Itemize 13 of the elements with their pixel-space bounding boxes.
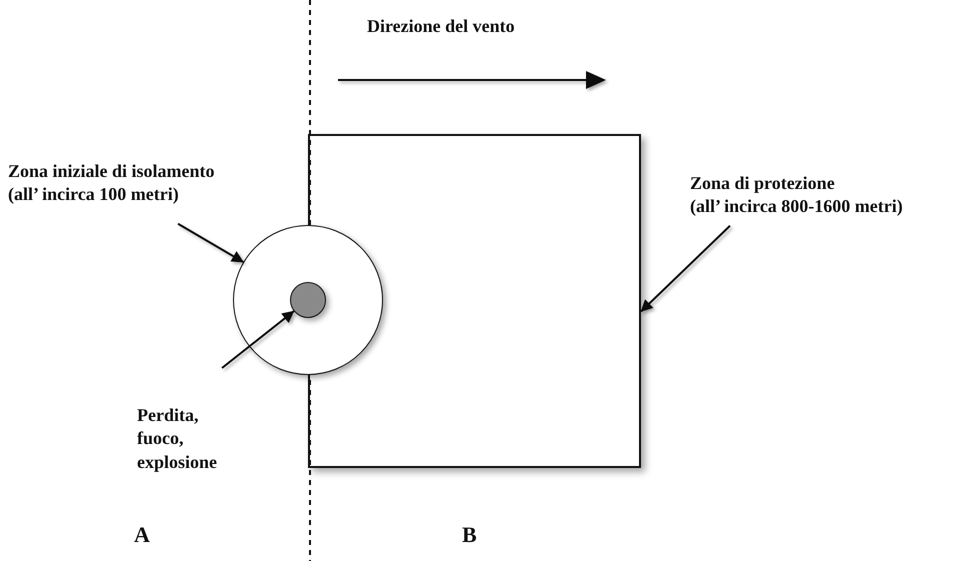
- zone-note: (all’ incirca 100 metri): [8, 183, 180, 206]
- zone-label: Zona iniziale di isolamento: [8, 160, 216, 183]
- area-letter: A: [134, 522, 150, 548]
- leader-arrow: [178, 222, 244, 263]
- leader-arrow: [640, 225, 731, 312]
- zone-label: Zona di protezione: [690, 172, 836, 195]
- spill-circle: [290, 282, 326, 318]
- area-letter: B: [462, 522, 477, 548]
- zone-label: Perdita, fuoco, explosione: [137, 404, 218, 474]
- zone-note: (all’ incirca 800-1600 metri): [690, 195, 904, 218]
- leader-arrow: [221, 310, 294, 369]
- protection-zone-square: [308, 134, 641, 468]
- wind-direction-label: Direzione del vento: [367, 16, 515, 37]
